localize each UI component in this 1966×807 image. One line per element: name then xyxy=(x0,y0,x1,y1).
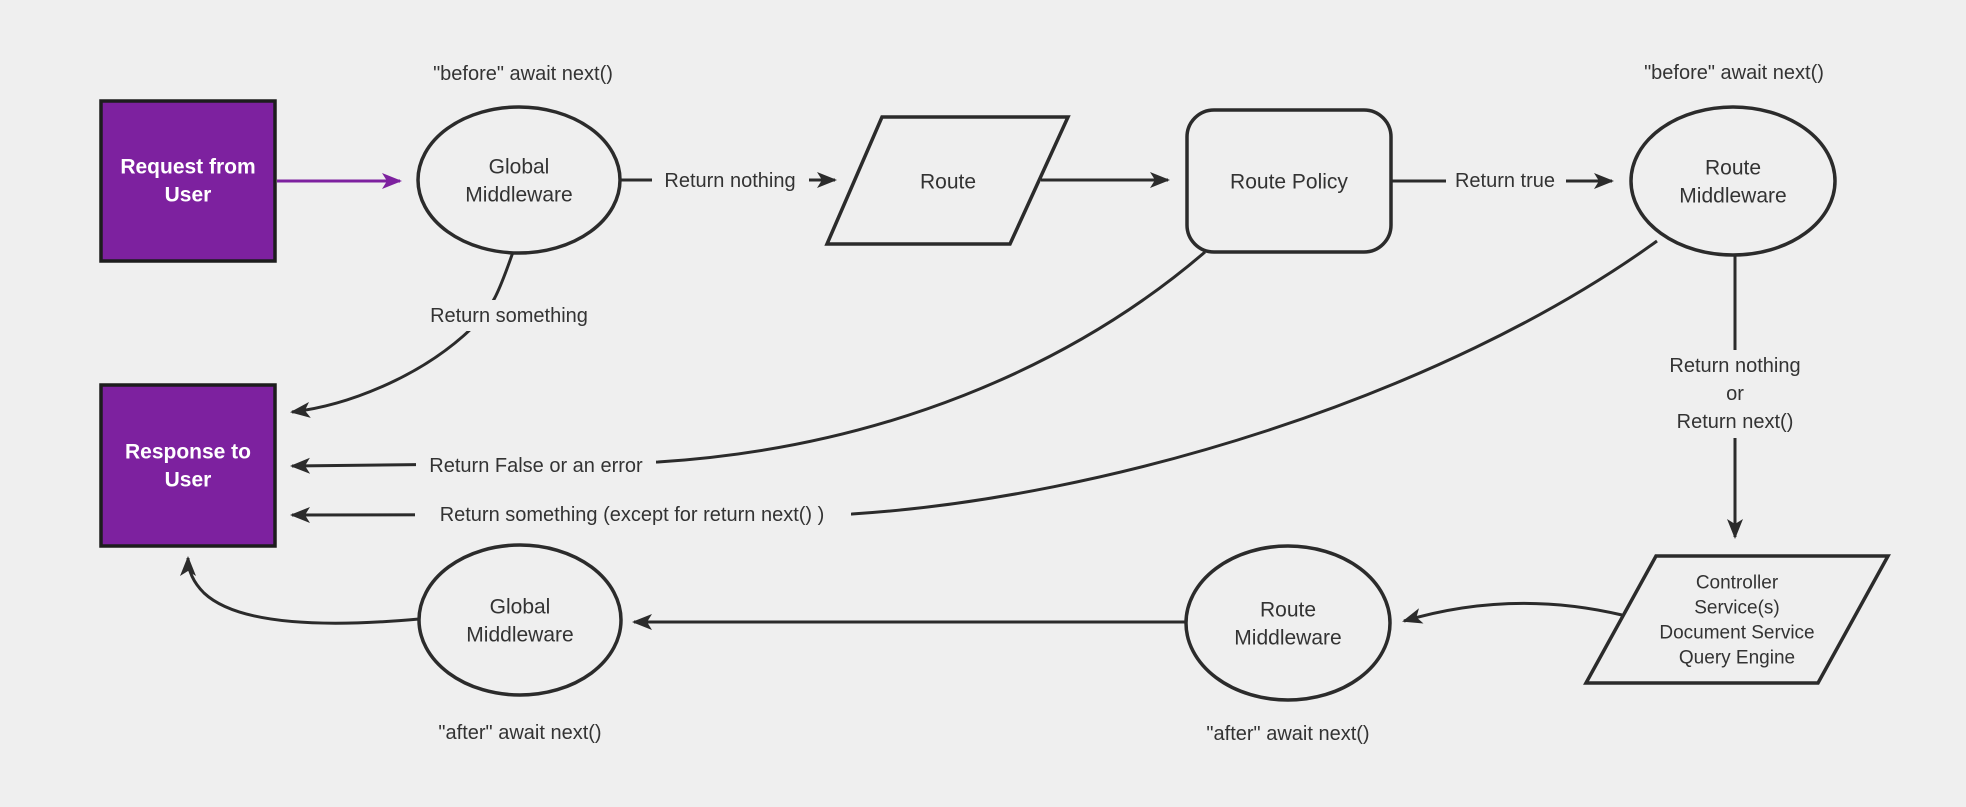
node-response-to-user-label-line2: User xyxy=(165,469,212,492)
annotation-route-middleware-before: "before" await next() xyxy=(1644,62,1824,84)
annotation-global-middleware-before: "before" await next() xyxy=(433,63,613,85)
edge-label-return-nothing-or-next-line1: Return nothing xyxy=(1669,355,1800,377)
annotation-route-middleware-after: "after" await next() xyxy=(1206,723,1369,745)
edge-label-return-nothing-or-next-line2: or xyxy=(1726,383,1744,405)
node-route-middleware-bottom xyxy=(1184,544,1392,702)
node-controller-services-label-line2: Service(s) xyxy=(1694,598,1780,619)
label-bg-return-something-except xyxy=(415,500,851,531)
edge-global-middleware-return-something xyxy=(290,251,515,418)
annotations: "before" await next() "before" await nex… xyxy=(433,62,1824,745)
node-route-policy xyxy=(1185,108,1393,254)
node-route xyxy=(824,115,1071,246)
node-response-to-user xyxy=(99,383,277,548)
edge-label-return-something: Return something xyxy=(430,305,588,327)
node-global-middleware-top-label-line2: Middleware xyxy=(465,184,572,207)
node-request-from-user-label-line2: User xyxy=(165,184,212,207)
edge-label-return-nothing: Return nothing xyxy=(664,170,795,192)
node-global-middleware-bottom-label-line1: Global xyxy=(490,596,551,619)
node-controller-services-label-line1: Controller xyxy=(1696,573,1779,594)
label-bg-return-false-or-error xyxy=(416,450,656,481)
node-controller-services-label-line4: Query Engine xyxy=(1679,648,1795,669)
edge-label-return-false-or-error: Return False or an error xyxy=(429,455,643,477)
edges xyxy=(180,172,1743,630)
label-bg-return-something xyxy=(425,300,595,331)
node-global-middleware-bottom xyxy=(417,543,623,697)
node-route-policy-label: Route Policy xyxy=(1230,171,1348,194)
nodes: Request from User Global Middleware Rout… xyxy=(99,99,1891,702)
label-bg-return-nothing xyxy=(652,165,809,196)
node-route-middleware-top-label-line2: Middleware xyxy=(1679,185,1786,208)
node-route-middleware-bottom-label-line2: Middleware xyxy=(1234,627,1341,650)
label-bg-return-true xyxy=(1446,165,1566,196)
node-controller-services xyxy=(1583,554,1891,685)
node-route-middleware-top-label-line1: Route xyxy=(1705,157,1761,180)
edge-global-middleware-bottom-to-response xyxy=(180,556,420,625)
node-global-middleware-bottom-label-line2: Middleware xyxy=(466,624,573,647)
edge-controller-to-route-middleware-bottom xyxy=(1402,601,1623,624)
node-response-to-user-label-line1: Response to xyxy=(125,441,251,464)
node-global-middleware-top xyxy=(416,105,622,255)
annotation-global-middleware-after: "after" await next() xyxy=(438,722,601,744)
edge-route-policy-return-false xyxy=(290,250,1206,474)
node-request-from-user-label-line1: Request from xyxy=(120,156,255,179)
node-controller-services-label-line3: Document Service xyxy=(1659,623,1814,644)
label-bg-return-nothing-or-next xyxy=(1660,350,1810,438)
node-request-from-user xyxy=(99,99,277,263)
edge-label-return-true: Return true xyxy=(1455,170,1555,192)
node-route-label: Route xyxy=(920,171,976,194)
edge-label-return-something-except: Return something (except for return next… xyxy=(440,504,825,526)
node-route-middleware-bottom-label-line1: Route xyxy=(1260,599,1316,622)
node-route-middleware-top xyxy=(1629,105,1837,257)
edge-route-middleware-return-something-except xyxy=(290,239,1658,523)
node-global-middleware-top-label-line1: Global xyxy=(489,156,550,179)
edge-labels: Return nothing Return true Return someth… xyxy=(415,165,1810,531)
edge-label-return-nothing-or-next-line3: Return next() xyxy=(1677,411,1794,433)
